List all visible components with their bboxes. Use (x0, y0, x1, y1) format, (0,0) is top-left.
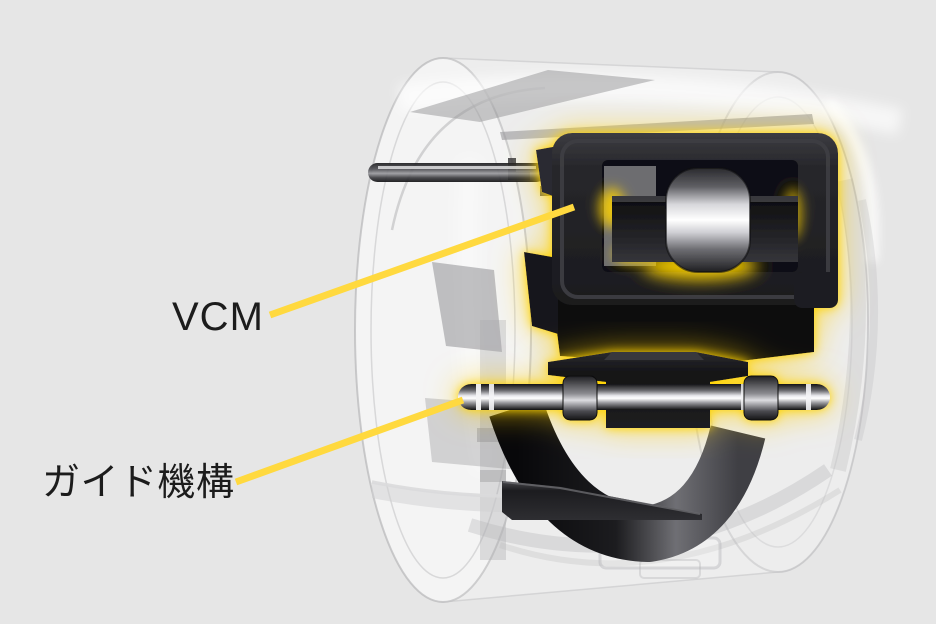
leader-lines (234, 203, 576, 486)
vcm-assembly (524, 133, 838, 366)
guide-mechanism-label: ガイド機構 (42, 462, 235, 504)
leader-line-vcm (268, 203, 576, 319)
guide-rod-assembly (458, 352, 830, 428)
lens-carrier-strap (489, 399, 766, 563)
leader-line-guide (234, 396, 465, 486)
vcm-label: VCM (172, 295, 264, 339)
